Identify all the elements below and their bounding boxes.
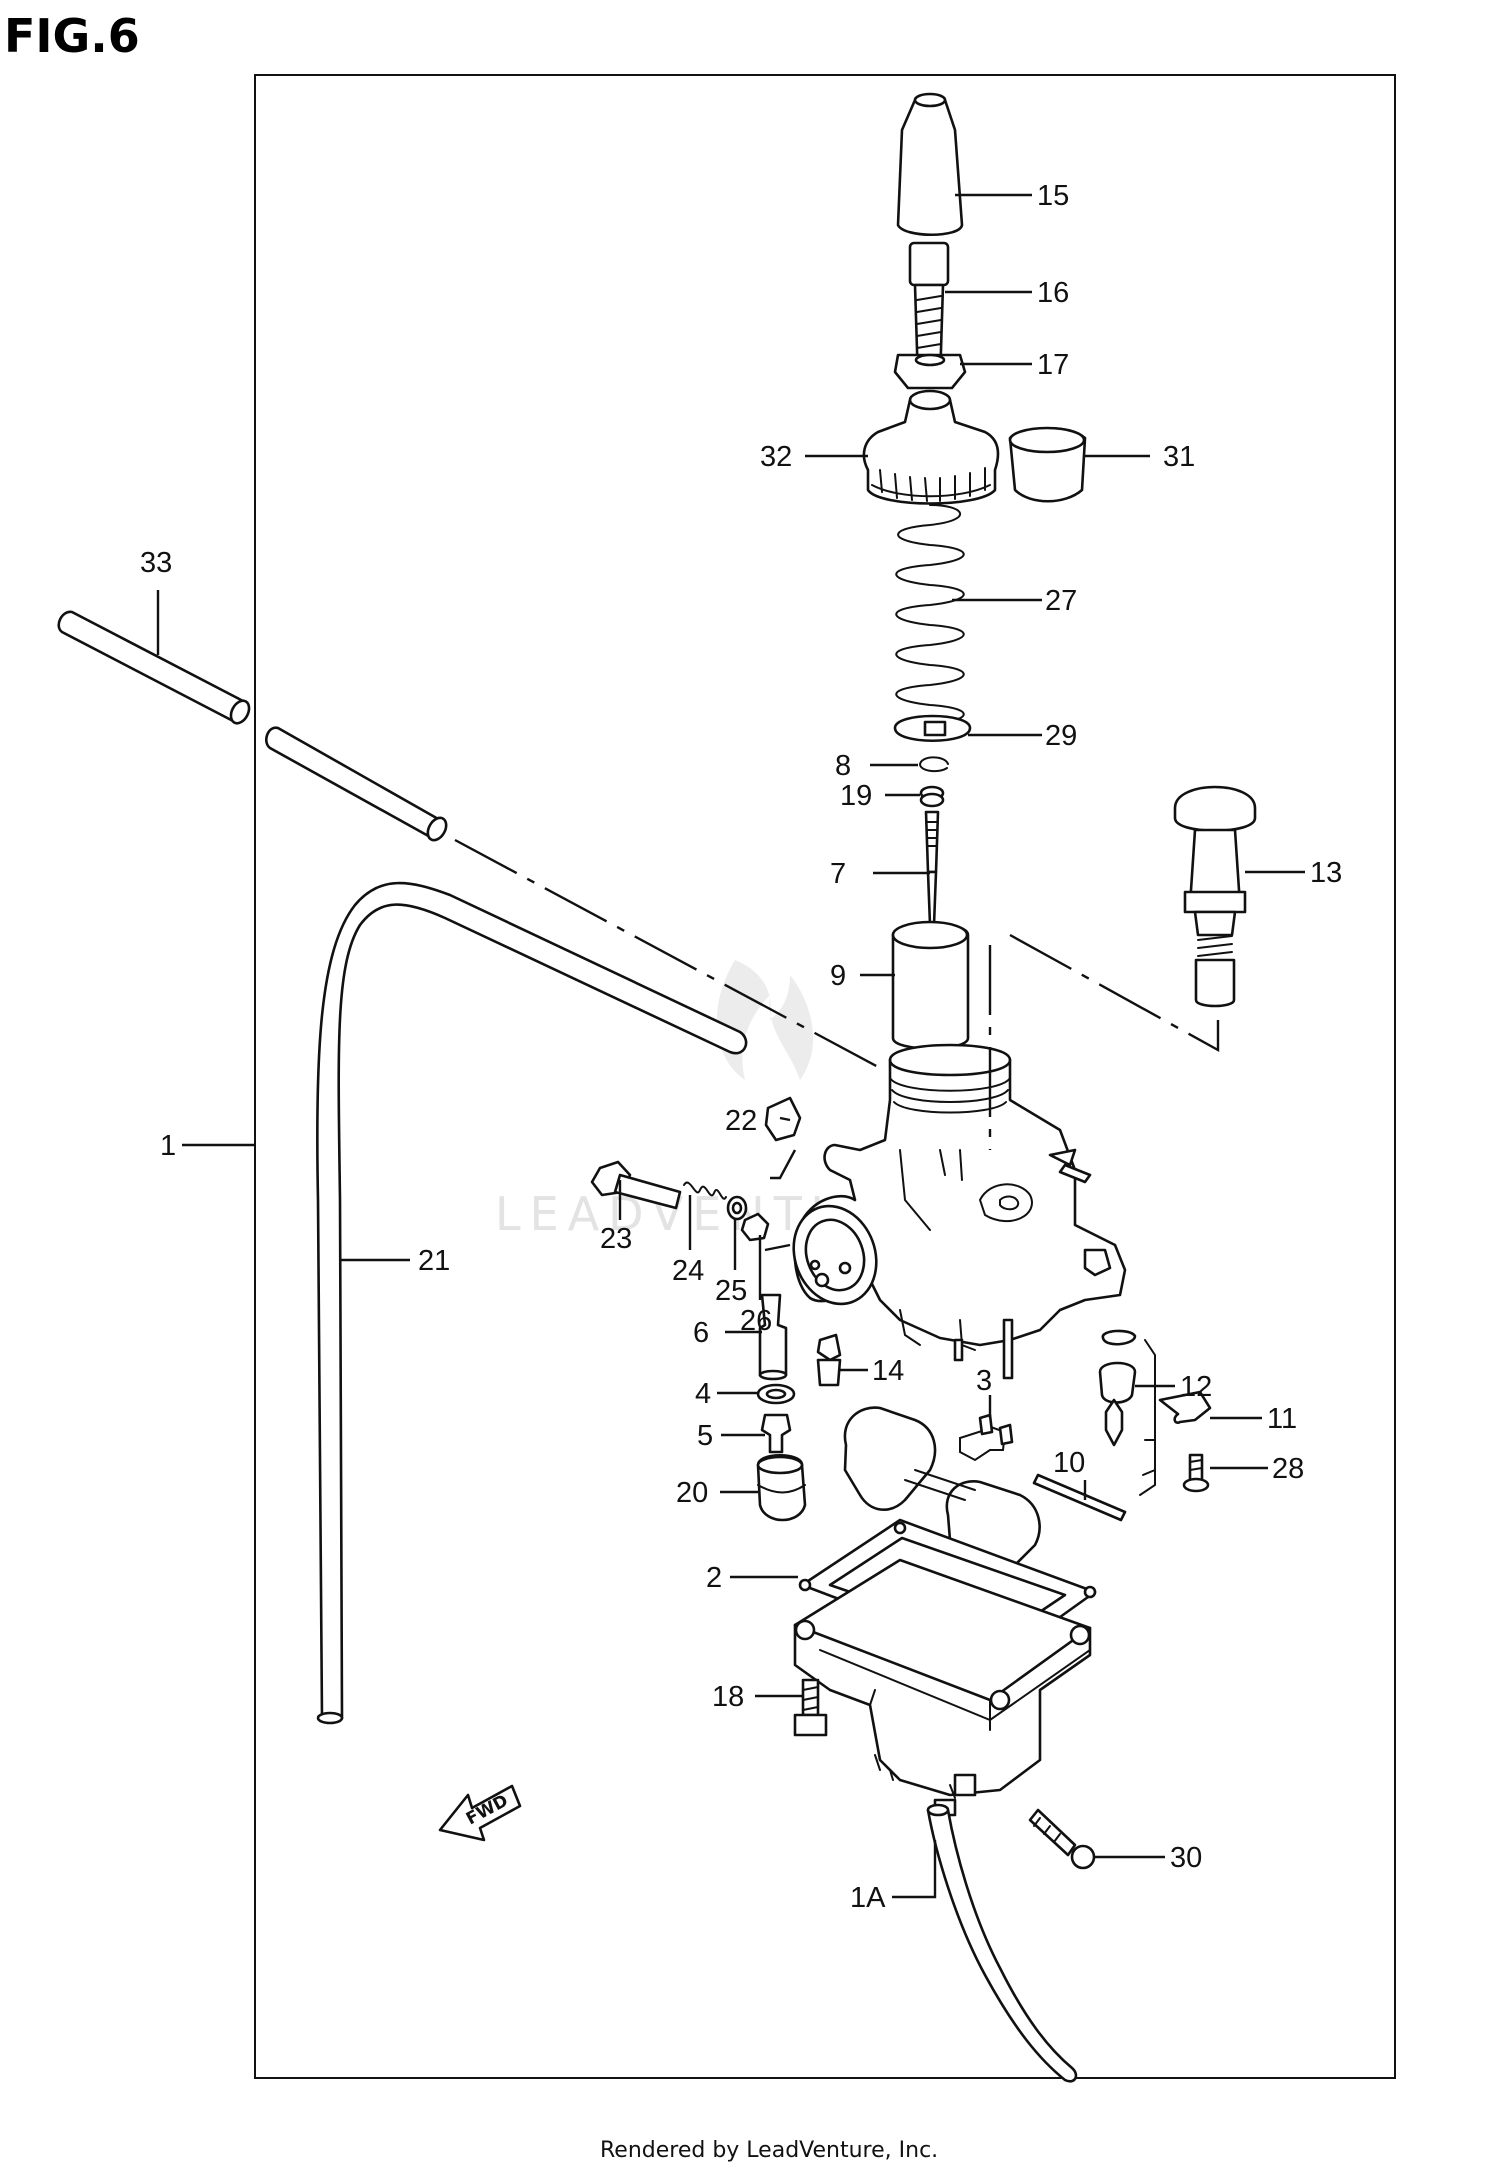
carburetor-body xyxy=(792,1043,1127,1380)
part-4-o-ring xyxy=(756,1383,796,1405)
part-24-spring xyxy=(683,1181,727,1200)
part-8-e-clip xyxy=(919,756,949,773)
callout-4: 4 xyxy=(695,1378,711,1410)
callout-19: 19 xyxy=(840,780,872,812)
callout-14: 14 xyxy=(872,1355,904,1387)
callout-17: 17 xyxy=(1037,349,1069,381)
callout-29: 29 xyxy=(1045,720,1077,752)
part-7-jet-needle xyxy=(924,810,940,927)
callout-25: 25 xyxy=(715,1275,747,1307)
part-29-clip-plate xyxy=(893,714,972,742)
part-15-cap xyxy=(896,92,964,237)
callout-9: 9 xyxy=(830,960,846,992)
callout-26: 26 xyxy=(740,1305,772,1337)
part-26-nut xyxy=(740,1212,770,1242)
part-1A-drain-hose xyxy=(926,1803,1078,2083)
diagram-frame xyxy=(254,74,1396,2079)
callout-15: 15 xyxy=(1037,180,1069,212)
callout-16: 16 xyxy=(1037,277,1069,309)
part-11-clip xyxy=(1158,1390,1212,1424)
fwd-direction-badge: FWD xyxy=(438,1784,522,1842)
callout-11: 11 xyxy=(1267,1403,1297,1435)
figure-title: FIG.6 xyxy=(4,9,140,63)
part-27-spring xyxy=(895,504,965,726)
footer-credit: Rendered by LeadVenture, Inc. xyxy=(600,2138,938,2163)
part-12-needle-seat xyxy=(1098,1329,1156,1496)
callout-18: 18 xyxy=(712,1681,744,1713)
callout-8: 8 xyxy=(835,750,851,782)
part-9-throttle-valve xyxy=(891,920,970,1050)
callout-7: 7 xyxy=(830,858,846,890)
part-tube-upper xyxy=(265,726,448,842)
callout-12: 12 xyxy=(1180,1371,1212,1403)
callout-32: 32 xyxy=(760,441,792,473)
callout-20: 20 xyxy=(676,1477,708,1509)
callout-labels: 15 16 17 32 31 33 27 29 8 19 7 13 9 1 22… xyxy=(140,180,1342,1914)
part-1-vent-hose xyxy=(315,881,748,1725)
part-5-main-jet xyxy=(760,1413,792,1454)
part-20-holder xyxy=(756,1454,807,1522)
part-18-screw xyxy=(793,1678,828,1737)
callout-33: 33 xyxy=(140,547,172,579)
callout-10: 10 xyxy=(1053,1447,1085,1479)
callout-23: 23 xyxy=(600,1223,632,1255)
callout-31: 31 xyxy=(1163,441,1195,473)
callout-13: 13 xyxy=(1310,857,1342,889)
part-14-jet xyxy=(816,1333,842,1387)
part-17-nut xyxy=(893,353,967,390)
part-6-fitting xyxy=(758,1293,788,1381)
callout-5: 5 xyxy=(697,1420,713,1452)
callout-1: 1 xyxy=(160,1130,176,1162)
part-28-screw xyxy=(1182,1453,1210,1493)
callout-27: 27 xyxy=(1045,585,1077,617)
callout-6: 6 xyxy=(693,1317,709,1349)
callout-21: 21 xyxy=(418,1245,450,1277)
part-10-float-pin xyxy=(1032,1473,1127,1522)
callout-28: 28 xyxy=(1272,1453,1304,1485)
callout-1A: 1A xyxy=(850,1882,886,1914)
part-30-screw xyxy=(1028,1808,1096,1870)
callout-3: 3 xyxy=(976,1365,992,1397)
callout-22: 22 xyxy=(725,1105,757,1137)
part-33-tube xyxy=(57,610,251,725)
part-19-washer xyxy=(919,785,945,808)
assembly-lines xyxy=(454,838,1220,1252)
leader-lines xyxy=(156,193,1305,1899)
part-13-choke-plunger xyxy=(1173,785,1257,1008)
part-25-washer xyxy=(726,1195,748,1221)
callout-30: 30 xyxy=(1170,1842,1202,1874)
callout-24: 24 xyxy=(672,1255,704,1287)
part-31-cap-cover xyxy=(1008,426,1087,503)
callout-2: 2 xyxy=(706,1562,722,1594)
part-32-carb-cap xyxy=(862,389,1000,505)
